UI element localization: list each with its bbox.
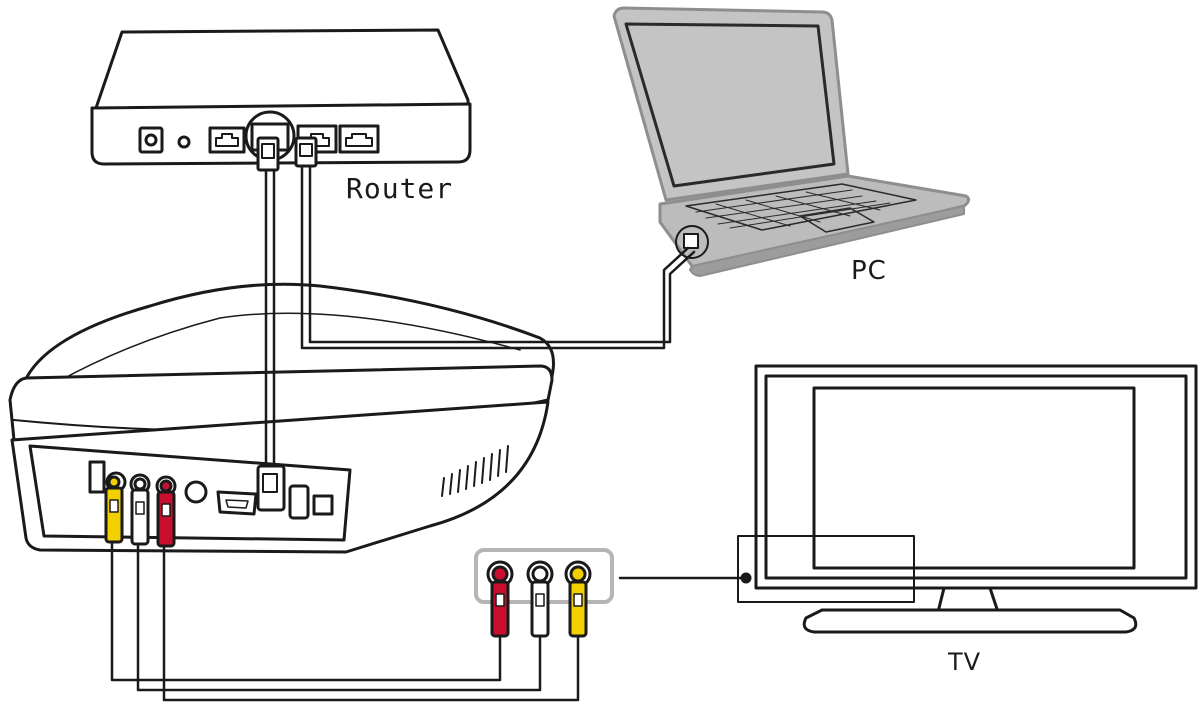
tv-label: TV — [948, 648, 982, 676]
media-player-icon — [8, 282, 555, 554]
cables — [110, 164, 748, 702]
pc-label: PC — [851, 256, 887, 286]
router-icon — [90, 28, 472, 172]
router-label: Router — [346, 172, 454, 205]
tv-icon — [737, 364, 1198, 634]
rca-panel — [474, 548, 614, 638]
rca-plug-icon — [104, 475, 176, 548]
laptop-icon — [612, 6, 971, 277]
